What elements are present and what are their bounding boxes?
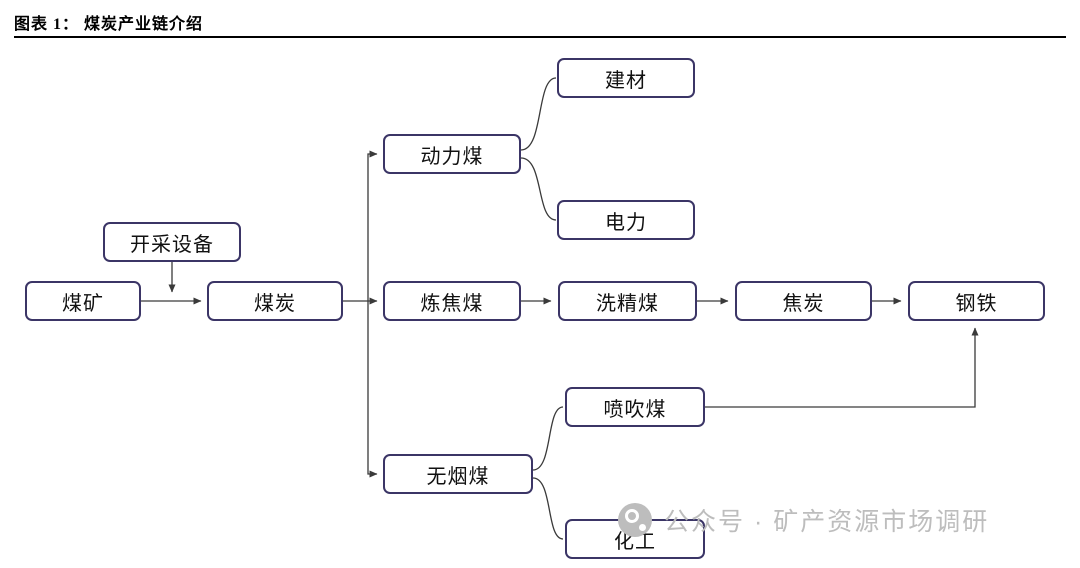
edge-anthracite-pci [532, 406, 564, 471]
node-chemical-label: 化工 [614, 530, 656, 553]
node-pci-coal-label: 喷吹煤 [603, 398, 667, 421]
node-coal-label: 煤炭 [254, 292, 296, 315]
title-divider [14, 36, 1066, 38]
node-thermal-coal: 动力煤 [383, 134, 521, 174]
node-thermal-coal-label: 动力煤 [420, 145, 484, 168]
node-washed-coal: 洗精煤 [558, 281, 697, 321]
edge-anthracite-chemical [532, 477, 564, 540]
node-washed-coal-label: 洗精煤 [596, 292, 659, 315]
watermark-text: 公众号 · 矿产资源市场调研 [664, 508, 990, 536]
node-coke-label: 焦炭 [782, 292, 825, 315]
node-coal: 煤炭 [207, 281, 343, 321]
node-electric-power: 电力 [557, 200, 695, 240]
node-mining-equipment: 开采设备 [103, 222, 241, 262]
node-pci-coal: 喷吹煤 [565, 387, 705, 427]
edge-thermal-power [520, 157, 557, 221]
node-mining-equipment-label: 开采设备 [130, 233, 214, 256]
watermark-logo-dot [639, 524, 646, 531]
node-coking-coal: 炼焦煤 [383, 281, 521, 321]
watermark-logo-ring [625, 509, 639, 523]
edge-coal-thermal [367, 150, 378, 301]
node-coking-coal-label: 炼焦煤 [420, 292, 484, 315]
node-chemical: 化工 [565, 519, 705, 559]
node-steel: 钢铁 [908, 281, 1045, 321]
node-steel-label: 钢铁 [955, 292, 998, 315]
node-anthracite: 无烟煤 [383, 454, 533, 494]
node-building-materials: 建材 [557, 58, 695, 98]
node-building-materials-label: 建材 [605, 69, 647, 92]
node-anthracite-label: 无烟煤 [426, 465, 490, 488]
edge-pci-steel [705, 327, 979, 408]
figure-title: 图表 1： 煤炭产业链介绍 [14, 16, 204, 33]
node-coke: 焦炭 [735, 281, 872, 321]
watermark-logo-icon [618, 503, 652, 537]
node-coal-mine-label: 煤矿 [62, 292, 104, 315]
edge-thermal-building [520, 77, 557, 151]
watermark: 公众号 · 矿产资源市场调研 [618, 502, 989, 538]
node-electric-power-label: 电力 [605, 211, 647, 234]
edge-coal-anthracite [367, 301, 378, 478]
node-coal-mine: 煤矿 [25, 281, 141, 321]
